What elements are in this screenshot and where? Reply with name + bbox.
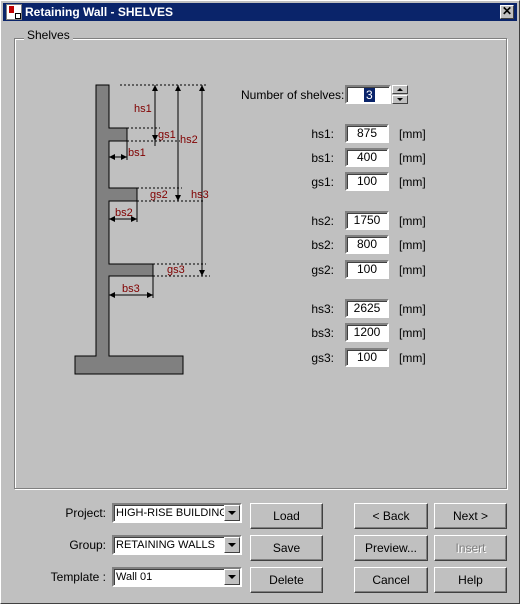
project-select[interactable]: HIGH-RISE BUILDING — [112, 503, 242, 523]
bs2-input[interactable]: 800 — [345, 235, 389, 254]
number-of-shelves-label: Number of shelves: — [241, 88, 345, 102]
label-gs1: gs1 — [158, 129, 176, 141]
gs1-unit: [mm] — [399, 175, 426, 189]
label-hs3: hs3 — [191, 189, 209, 201]
bs1-input[interactable]: 400 — [345, 148, 389, 167]
load-button[interactable]: Load — [250, 503, 323, 529]
gs3-unit: [mm] — [399, 351, 426, 365]
chevron-down-icon[interactable] — [224, 569, 240, 585]
group-legend: Shelves — [24, 28, 73, 42]
gs1-input[interactable]: 100 — [345, 172, 389, 191]
hs2-label: hs2: — [311, 214, 334, 228]
cancel-button[interactable]: Cancel — [354, 567, 428, 593]
delete-button[interactable]: Delete — [250, 567, 323, 593]
chevron-down-icon[interactable] — [224, 537, 240, 553]
bs2-unit: [mm] — [399, 238, 426, 252]
help-button[interactable]: Help — [434, 567, 507, 593]
group-select[interactable]: RETAINING WALLS — [112, 535, 242, 555]
group-value: RETAINING WALLS — [116, 539, 216, 551]
number-of-shelves-spinner[interactable] — [392, 85, 408, 104]
bs3-input[interactable]: 1200 — [345, 323, 389, 342]
hs2-unit: [mm] — [399, 214, 426, 228]
gs2-unit: [mm] — [399, 263, 426, 277]
gs2-label: gs2: — [311, 263, 334, 277]
label-bs3: bs3 — [122, 283, 140, 295]
number-of-shelves-input[interactable]: 3 — [345, 85, 391, 104]
project-value: HIGH-RISE BUILDING — [116, 507, 228, 519]
hs3-unit: [mm] — [399, 302, 426, 316]
label-hs1: hs1 — [134, 103, 152, 115]
template-label: Template : — [50, 570, 106, 584]
spin-up-icon[interactable] — [392, 85, 408, 94]
hs3-input[interactable]: 2625 — [345, 299, 389, 318]
title-bar: Retaining Wall - SHELVES ✕ — [3, 3, 517, 21]
bs1-label: bs1: — [311, 151, 334, 165]
back-button[interactable]: < Back — [354, 503, 428, 529]
insert-button[interactable]: Insert — [434, 535, 507, 561]
save-button[interactable]: Save — [250, 535, 323, 561]
hs3-label: hs3: — [311, 302, 334, 316]
label-hs2: hs2 — [180, 134, 198, 146]
close-button[interactable]: ✕ — [500, 4, 514, 19]
preview-button[interactable]: Preview... — [354, 535, 428, 561]
template-select[interactable]: Wall 01 — [112, 567, 242, 587]
app-icon[interactable] — [6, 4, 22, 20]
spin-down-icon[interactable] — [392, 95, 408, 104]
bs3-label: bs3: — [311, 326, 334, 340]
gs2-input[interactable]: 100 — [345, 260, 389, 279]
hs1-input[interactable]: 875 — [345, 124, 389, 143]
wall-body — [74, 84, 184, 375]
hs2-input[interactable]: 1750 — [345, 211, 389, 230]
gs3-label: gs3: — [311, 351, 334, 365]
label-gs3: gs3 — [167, 264, 185, 276]
project-label: Project: — [65, 506, 106, 520]
chevron-down-icon[interactable] — [224, 505, 240, 521]
hs1-label: hs1: — [311, 127, 334, 141]
template-value: Wall 01 — [116, 571, 153, 583]
hs1-unit: [mm] — [399, 127, 426, 141]
window-title: Retaining Wall - SHELVES — [25, 5, 174, 19]
bs3-unit: [mm] — [399, 326, 426, 340]
label-bs2: bs2 — [115, 207, 133, 219]
next-button[interactable]: Next > — [434, 503, 507, 529]
gs3-input[interactable]: 100 — [345, 348, 389, 367]
label-bs1: bs1 — [128, 147, 146, 159]
shelves-group — [14, 38, 507, 489]
group-label: Group: — [69, 538, 106, 552]
bs2-label: bs2: — [311, 238, 334, 252]
gs1-label: gs1: — [311, 175, 334, 189]
label-gs2: gs2 — [150, 189, 168, 201]
bs1-unit: [mm] — [399, 151, 426, 165]
